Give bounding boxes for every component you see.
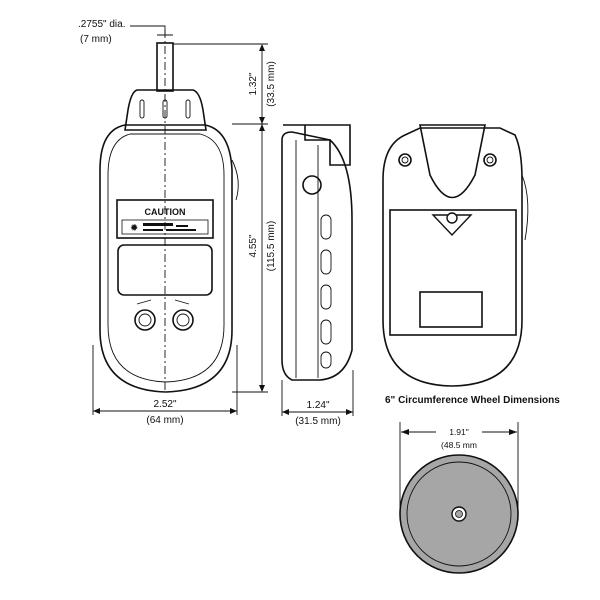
back-view — [382, 124, 529, 387]
side-view: 1.24" (31.5 mm) — [281, 124, 354, 427]
shaft-height-mm: (33.5 mm) — [266, 61, 277, 107]
body-height-mm: (115.5 mm) — [266, 221, 277, 271]
back-label — [419, 291, 483, 328]
wheel-diameter-mm: (48.5 mm — [441, 440, 477, 450]
shaft-height-in: 1.32" — [248, 72, 259, 95]
button-right — [172, 309, 194, 331]
back-body — [382, 127, 523, 387]
button-left — [134, 309, 156, 331]
laser-warning-icon: ✹ — [130, 223, 138, 234]
back-clip — [419, 124, 486, 199]
wheel-title: 6" Circumference Wheel Dimensions — [385, 395, 560, 406]
shaft-diameter-mm: (7 mm) — [80, 34, 112, 45]
front-view: CAUTION ✹ .2755" dia. (7 mm) 1.32" (33.5… — [78, 19, 277, 426]
side-knob — [302, 175, 322, 195]
width-in: 2.52" — [153, 399, 176, 410]
depth-mm: (31.5 mm) — [295, 416, 341, 427]
back-panel — [389, 209, 517, 336]
body-outline — [99, 124, 233, 393]
wheel-dimension-view: 6" Circumference Wheel Dimensions 1.91" … — [385, 395, 560, 574]
body-height-in: 4.55" — [248, 234, 259, 257]
wheel-diameter-in: 1.91" — [449, 427, 469, 437]
knob — [124, 89, 207, 131]
width-mm: (64 mm) — [146, 415, 183, 426]
depth-in: 1.24" — [306, 400, 329, 411]
shaft-diameter-in: .2755" dia. — [78, 19, 125, 30]
side-body — [281, 131, 353, 381]
